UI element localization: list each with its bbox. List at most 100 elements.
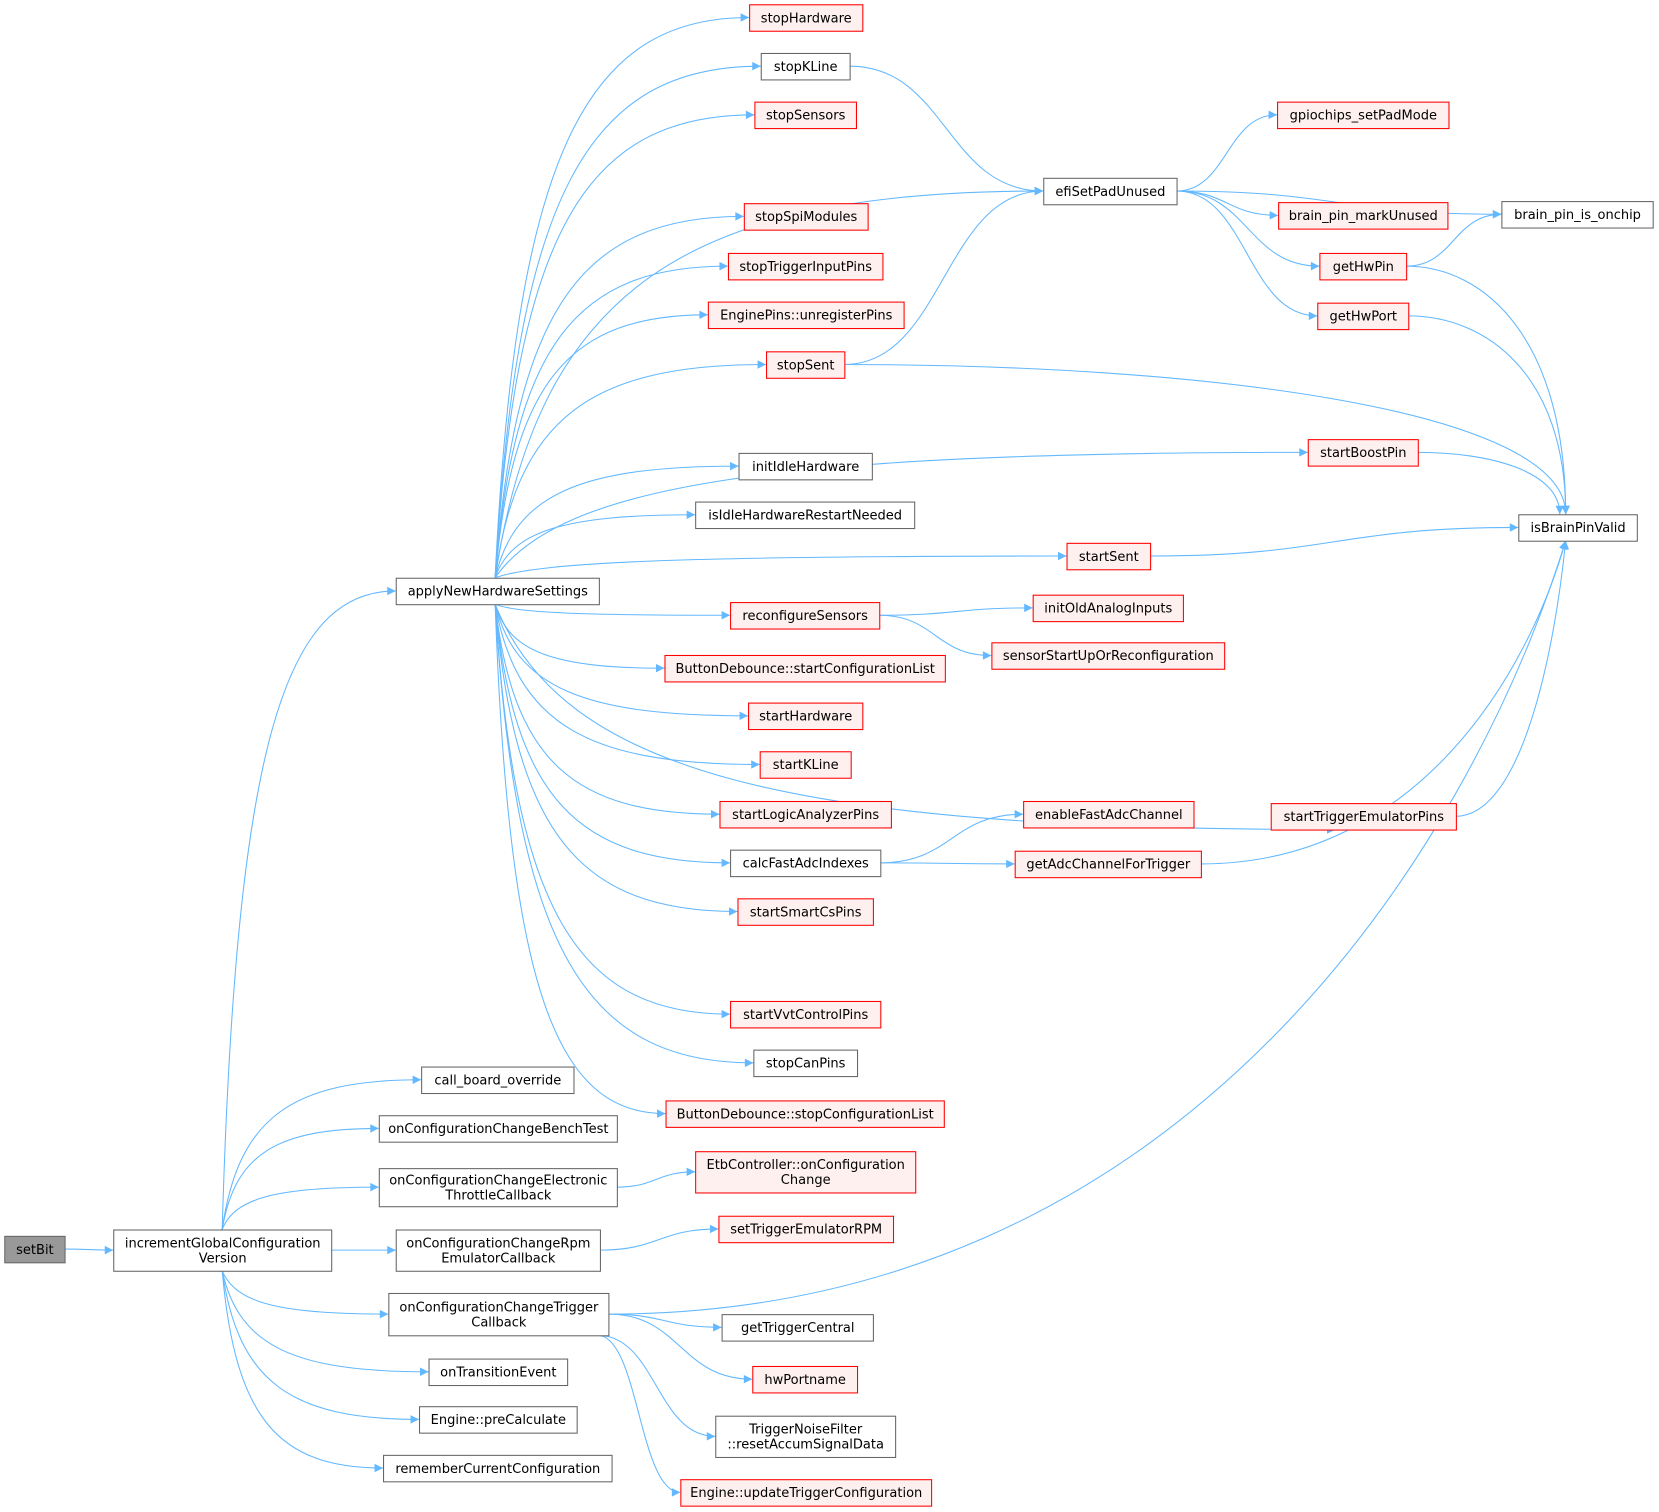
node-label: call_board_override [434, 1074, 561, 1089]
edge-apply-to-vvt [494, 604, 731, 1019]
node-updTrig[interactable]: Engine::updateTriggerConfiguration [680, 1479, 933, 1507]
node-label: incrementGlobalConfiguration [125, 1236, 321, 1251]
node-stopSensors[interactable]: stopSensors [754, 101, 858, 130]
node-box [1307, 439, 1419, 467]
node-box [113, 1229, 333, 1272]
node-etbcb[interactable]: onConfigurationChangeElectronicThrottleC… [378, 1168, 618, 1208]
edge-apply-to-unreg [494, 310, 708, 578]
node-tnf[interactable]: TriggerNoiseFilter::resetAccumSignalData [715, 1415, 897, 1459]
node-etb[interactable]: EtbController::onConfigurationChange [695, 1151, 917, 1194]
node-label: startHardware [759, 710, 852, 725]
edge-incr-to-trigcb [221, 1270, 389, 1319]
node-apply[interactable]: applyNewHardwareSettings [395, 577, 600, 606]
edge-apply-to-stopSent [494, 360, 767, 578]
node-stopTrig[interactable]: stopTriggerInputPins [727, 252, 884, 281]
edge-apply-to-bdStop [494, 604, 666, 1118]
node-bdStart[interactable]: ButtonDebounce::startConfigurationList [664, 654, 946, 683]
edge-apply-to-startKLine [494, 604, 760, 769]
node-markUnused[interactable]: brain_pin_markUnused [1278, 202, 1449, 230]
node-startKLine[interactable]: startKLine [759, 751, 852, 779]
node-setTrigRpm[interactable]: setTriggerEmulatorRPM [718, 1215, 895, 1244]
node-bdStop[interactable]: ButtonDebounce::stopConfigurationList [665, 1100, 945, 1128]
edge-startSent-to-valid [1150, 523, 1519, 557]
node-box [766, 351, 846, 379]
edge-apply-to-calcFast [494, 604, 731, 868]
node-vvt[interactable]: startVvtControlPins [730, 1000, 882, 1029]
node-label: ButtonDebounce::startConfigurationList [676, 662, 935, 677]
edge-incr-to-etbcb [221, 1182, 379, 1230]
node-stopCan[interactable]: stopCanPins [753, 1049, 859, 1078]
edge-apply-to-trigEmu [494, 603, 1336, 834]
node-isIdle[interactable]: isIdleHardwareRestartNeeded [695, 501, 916, 530]
node-label: onConfigurationChangeElectronic [389, 1174, 607, 1189]
node-label: getHwPin [1333, 260, 1394, 275]
node-box [695, 1151, 917, 1194]
node-startSent[interactable]: startSent [1066, 542, 1152, 571]
edge-reconf-to-sensorStart [879, 614, 992, 660]
node-trigEmu[interactable]: startTriggerEmulatorPins [1270, 803, 1457, 831]
node-setBit[interactable]: setBit [4, 1235, 66, 1264]
node-label: Engine::preCalculate [431, 1413, 566, 1428]
node-getTC[interactable]: getTriggerCentral [721, 1314, 874, 1342]
node-onchip[interactable]: brain_pin_is_onchip [1501, 201, 1654, 229]
node-initIdle[interactable]: initIdleHardware [738, 452, 873, 481]
node-label: startSent [1079, 550, 1139, 565]
node-label: ThrottleCallback [444, 1188, 552, 1203]
node-calcFast[interactable]: calcFastAdcIndexes [730, 849, 882, 878]
node-label: stopHardware [761, 11, 852, 26]
node-precalc[interactable]: Engine::preCalculate [418, 1406, 578, 1434]
edge-boost-to-valid [1417, 451, 1564, 515]
node-enableFast[interactable]: enableFastAdcChannel [1023, 800, 1195, 829]
edge-setBit-to-incr [64, 1245, 114, 1255]
node-cbo[interactable]: call_board_override [421, 1066, 575, 1095]
edge-apply-to-stopKLine [494, 61, 761, 578]
node-box [1023, 800, 1195, 829]
edge-apply-to-startSent [494, 551, 1067, 579]
node-box [748, 702, 864, 731]
nodes-layer: setBit incrementGlobalConfigurationVersio… [4, 4, 1654, 1507]
node-reconf[interactable]: reconfigureSensors [730, 602, 881, 630]
edge-getHwPin-to-valid [1406, 265, 1570, 515]
node-stopSpi[interactable]: stopSpiModules [743, 203, 869, 231]
node-hwPortname[interactable]: hwPortname [752, 1365, 859, 1394]
node-valid[interactable]: isBrainPinValid [1518, 514, 1638, 542]
node-box [1518, 514, 1638, 542]
node-getHwPort[interactable]: getHwPort [1317, 302, 1410, 331]
node-stopSent[interactable]: stopSent [766, 351, 846, 379]
node-box [727, 252, 884, 281]
node-label: startVvtControlPins [743, 1008, 868, 1023]
node-stopHardware[interactable]: stopHardware [749, 4, 864, 32]
node-getAdc[interactable]: getAdcChannelForTrigger [1014, 850, 1202, 879]
node-box [1032, 594, 1184, 623]
edge-apply-to-stopTrig [494, 261, 728, 578]
node-startLogic[interactable]: startLogicAnalyzerPins [719, 800, 892, 829]
node-gpio[interactable]: gpiochips_setPadMode [1277, 101, 1450, 130]
node-sensorStart[interactable]: sensorStartUpOrReconfiguration [991, 642, 1226, 670]
node-label: Callback [471, 1315, 527, 1330]
node-box [428, 1358, 569, 1387]
node-label: startBoostPin [1320, 446, 1406, 461]
node-remember[interactable]: rememberCurrentConfiguration [383, 1454, 613, 1483]
node-smartCs[interactable]: startSmartCsPins [737, 898, 874, 926]
node-unreg[interactable]: EnginePins::unregisterPins [707, 301, 905, 330]
node-label: stopSpiModules [755, 210, 857, 225]
edge-incr-to-apply [221, 586, 396, 1230]
edge-apply-to-startHardware [494, 604, 749, 721]
node-boost[interactable]: startBoostPin [1307, 439, 1419, 467]
edge-stopKLine-to-efi [849, 65, 1044, 196]
node-efi[interactable]: efiSetPadUnused [1043, 177, 1178, 206]
node-trans[interactable]: onTransitionEvent [428, 1358, 569, 1387]
edge-apply-to-smartCs [494, 604, 738, 916]
node-getHwPin[interactable]: getHwPin [1319, 252, 1408, 281]
node-initOld[interactable]: initOldAnalogInputs [1032, 594, 1184, 623]
node-bench[interactable]: onConfigurationChangeBenchTest [378, 1115, 618, 1143]
node-box [388, 1292, 610, 1337]
node-stopKLine[interactable]: stopKLine [760, 52, 851, 81]
node-startHardware[interactable]: startHardware [748, 702, 864, 731]
edge-apply-to-initIdle [494, 461, 739, 578]
node-box [749, 4, 864, 32]
